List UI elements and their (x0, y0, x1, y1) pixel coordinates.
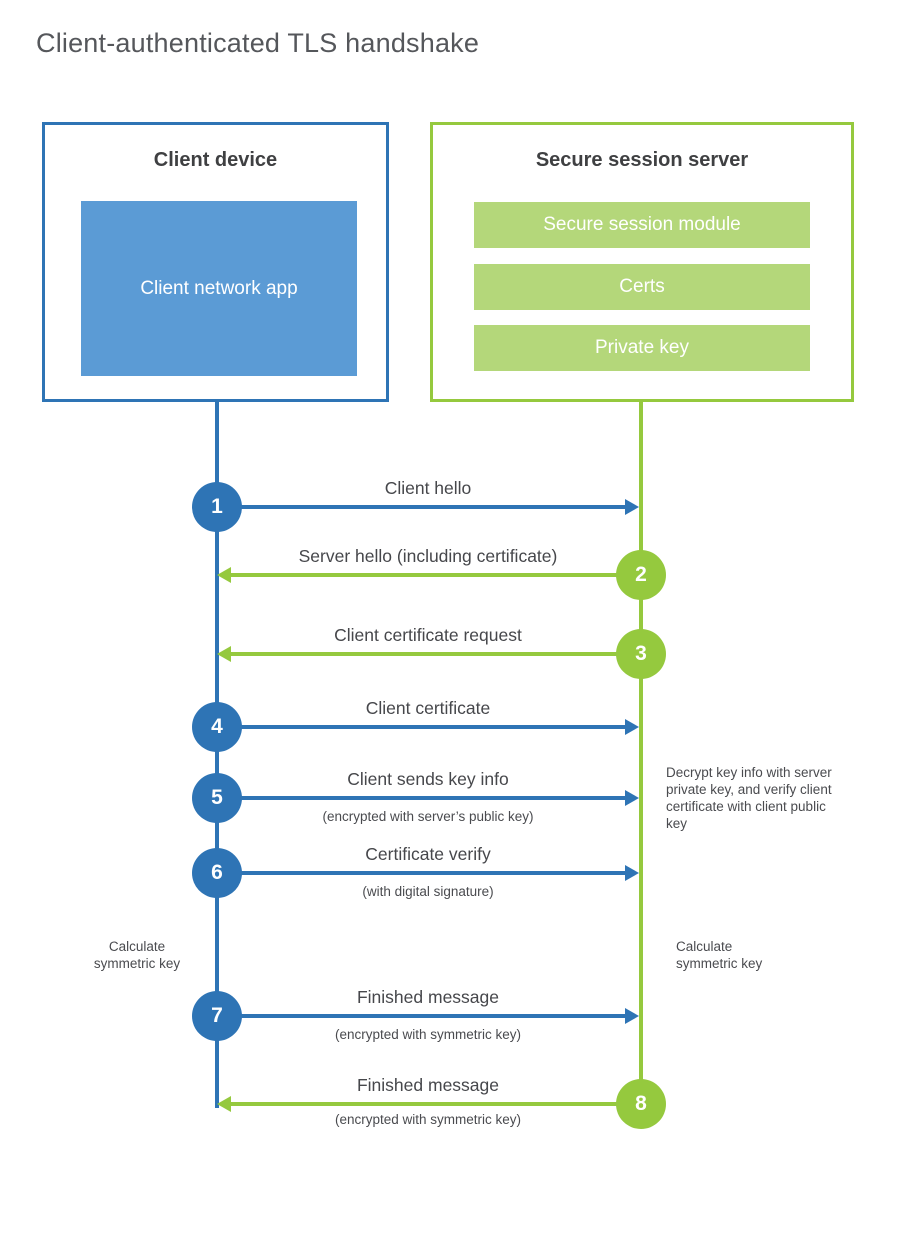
message-label: Finished message (356, 1075, 500, 1095)
client-lifeline (215, 402, 219, 1108)
secure-session-server-box: Secure session server Secure session mod… (430, 122, 854, 402)
arrow-right-icon (217, 864, 639, 882)
client-device-box: Client device Client network app (42, 122, 389, 402)
message-label: Finished message (356, 987, 500, 1007)
calculate-symmetric-key-note-server: Calculate symmetric key (676, 939, 763, 971)
client-device-title: Client device (153, 149, 278, 171)
message-sublabel: (encrypted with server’s public key) (322, 809, 534, 824)
page-title: Client-authenticated TLS handshake (36, 28, 480, 58)
step-badge: 2 (616, 550, 666, 600)
message-label: Client certificate request (334, 625, 522, 645)
message-sublabel: (with digital signature) (362, 884, 494, 899)
step-badge: 6 (192, 848, 242, 898)
arrow-left-icon (217, 566, 639, 584)
server-lifeline (639, 402, 643, 1104)
arrow-right-icon (217, 498, 639, 516)
message-label: Client sends key info (347, 769, 509, 789)
message-label: Client certificate (365, 698, 491, 718)
message-sublabel: (encrypted with symmetric key) (334, 1112, 522, 1127)
client-network-app-box: Client network app (81, 201, 357, 376)
step-badge: 1 (192, 482, 242, 532)
server-private-key-bar: Private key (474, 325, 810, 371)
arrow-right-icon (217, 789, 639, 807)
secure-session-server-title: Secure session server (535, 149, 749, 171)
message-sublabel: (encrypted with symmetric key) (334, 1027, 522, 1042)
step-badge: 8 (616, 1079, 666, 1129)
decrypt-note: Decrypt key info with server private key… (666, 765, 832, 831)
step-badge: 4 (192, 702, 242, 752)
step-badge: 3 (616, 629, 666, 679)
arrow-right-icon (217, 718, 639, 736)
calculate-symmetric-key-note-client: Calculate symmetric key (93, 939, 181, 971)
step-badge: 5 (192, 773, 242, 823)
arrow-right-icon (217, 1007, 639, 1025)
message-label: Server hello (including certificate) (298, 546, 558, 566)
message-label: Certificate verify (365, 844, 491, 864)
server-module-bar: Secure session module (474, 202, 810, 248)
step-badge: 7 (192, 991, 242, 1041)
arrow-left-icon (217, 1095, 639, 1113)
client-network-app-label: Client network app (140, 277, 298, 299)
server-certs-bar: Certs (474, 264, 810, 310)
arrow-left-icon (217, 645, 639, 663)
message-label: Client hello (384, 478, 472, 498)
